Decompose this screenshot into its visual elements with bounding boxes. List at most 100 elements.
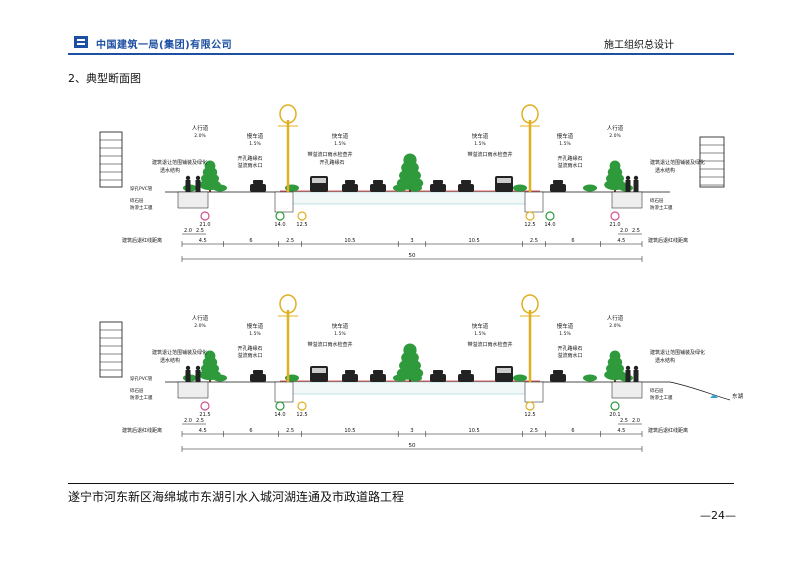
- pedestrian-icon: [625, 365, 631, 382]
- pipe-tag-label: 21.0: [609, 222, 620, 228]
- label-slow-lane: 慢车道: [247, 132, 264, 140]
- label-sidewalk-slope: 2.0%: [194, 133, 206, 139]
- dimension-segment-label: 6: [571, 238, 574, 244]
- sidewalk-structure: [611, 381, 643, 399]
- project-title: 遂宁市河东新区海绵城市东湖引水入城河湖连通及市政道路工程: [68, 490, 405, 504]
- label-slow-lane: 慢车道: [247, 322, 264, 330]
- pipe-icon: [200, 401, 210, 411]
- label-pvc-pipe: 穿孔PVC管: [130, 185, 153, 192]
- dimension-segment-label: 10.5: [344, 428, 355, 434]
- water-level-icon: [710, 394, 718, 398]
- sidewalk-structure: [177, 381, 209, 399]
- pipe-icon: [275, 401, 285, 411]
- document-title: 施工组织总设计: [604, 40, 674, 51]
- label-median-drain: 带溢流口雨水检查井: [307, 341, 352, 348]
- dimension-segment-label: 4.5: [199, 428, 207, 434]
- label-drain-inlet-right: 溢流雨水口: [557, 352, 582, 359]
- car-icon: [550, 370, 566, 382]
- dimension-segment-label: 3: [410, 238, 413, 244]
- pipe-tag-label: 14.0: [274, 222, 285, 228]
- label-drain-inlet: 溢流雨水口: [237, 162, 262, 169]
- pedestrian-icon: [195, 175, 201, 192]
- label-building-greening-right: 建筑退让范围铺装及绿化: [650, 159, 705, 166]
- dimension-top-label: 2.5: [196, 228, 204, 234]
- label-fast-lane-right: 快车道: [472, 132, 489, 140]
- dimension-segment-label: 6: [571, 428, 574, 434]
- dimension-top-label: 2.5: [632, 228, 640, 234]
- bus-icon: [310, 366, 328, 382]
- label-sidewalk-slope-right: 2.0%: [609, 323, 621, 329]
- pipe-tag: 21.0: [609, 211, 621, 228]
- label-gravel-right: 砾石层: [650, 197, 664, 204]
- label-median-drain-right: 带溢流口雨水检查井: [467, 341, 512, 348]
- label-median-drain-right: 带溢流口雨水检查井: [467, 151, 512, 158]
- pipe-tag-label: 12.5: [524, 412, 535, 418]
- car-icon: [370, 180, 386, 192]
- label-sidewalk-right: 人行道: [607, 124, 624, 132]
- label-building-greening: 建筑退让范围铺装及绿化: [152, 349, 207, 356]
- label-geotextile-right: 防渗土工膜: [650, 394, 673, 401]
- dimension-segment-label: 3: [410, 428, 413, 434]
- tree-icon: [604, 350, 626, 382]
- label-gravel: 砾石层: [130, 197, 144, 204]
- label-fast-lane: 快车道: [332, 322, 349, 330]
- car-icon: [550, 180, 566, 192]
- label-median-curb: 开孔路缘石: [319, 159, 344, 166]
- label-pvc-pipe: 穿孔PVC管: [130, 375, 153, 382]
- label-permeable-right: 透水结构: [655, 167, 675, 174]
- car-icon: [430, 370, 446, 382]
- pedestrian-icon: [625, 175, 631, 192]
- pipe-tag: 14.0: [544, 211, 556, 228]
- pipe-tag-label: 12.5: [296, 412, 307, 418]
- shrub-icon: [513, 184, 527, 192]
- street-lamp-icon: [520, 104, 540, 192]
- dimension-segment-label: 6: [249, 238, 252, 244]
- cross-section-1: 人行道2.0%人行道2.0%慢车道1.5%慢车道1.5%快车道1.5%快车道1.…: [99, 104, 725, 262]
- pedestrian-icon: [633, 365, 639, 382]
- pipe-tag: 21.5: [199, 401, 211, 418]
- label-slow-lane-right: 慢车道: [557, 322, 574, 330]
- dimension-segment-label: 2.5: [530, 238, 538, 244]
- pipe-icon: [275, 211, 285, 221]
- tree-icon: [396, 343, 424, 382]
- pipe-icon: [545, 211, 555, 221]
- label-gravel: 砾石层: [130, 387, 144, 394]
- tree-icon: [199, 160, 221, 192]
- label-permeable: 透水结构: [160, 167, 180, 174]
- dimension-top-label: 2.5: [620, 418, 628, 424]
- label-slow-slope: 1.5%: [249, 141, 261, 147]
- pipe-tag-label: 12.5: [524, 222, 535, 228]
- label-geotextile: 防渗土工膜: [130, 204, 153, 211]
- dimension-segment-label: 10.5: [344, 238, 355, 244]
- label-setback-right: 建筑后退红线距离: [648, 427, 688, 434]
- tree-icon: [604, 160, 626, 192]
- label-geotextile-right: 防渗土工膜: [650, 204, 673, 211]
- label-sidewalk-slope-right: 2.0%: [609, 133, 621, 139]
- road-base: [279, 381, 541, 395]
- car-icon: [250, 370, 266, 382]
- label-fast-slope-right: 1.5%: [474, 331, 486, 337]
- pipe-tag: 12.5: [524, 211, 536, 228]
- typical-cross-sections-drawing: 人行道2.0%人行道2.0%慢车道1.5%慢车道1.5%快车道1.5%快车道1.…: [99, 104, 744, 452]
- tree-icon: [396, 153, 424, 192]
- label-drain-inlet-right: 溢流雨水口: [557, 162, 582, 169]
- label-setback: 建筑后退红线距离: [122, 427, 162, 434]
- dimension-segment-label: 4.5: [617, 238, 625, 244]
- pipe-tag-label: 21.0: [199, 222, 210, 228]
- label-permeable-right: 透水结构: [655, 357, 675, 364]
- page-header: 中国建筑一局(集团)有限公司 施工组织总设计: [68, 34, 734, 52]
- pipe-icon: [200, 211, 210, 221]
- label-fast-slope-right: 1.5%: [474, 141, 486, 147]
- label-curb-right: 开孔路缘石: [557, 345, 582, 352]
- cross-section-2: 人行道2.0%人行道2.0%慢车道1.5%慢车道1.5%快车道1.5%快车道1.…: [99, 294, 744, 452]
- pedestrian-icon: [185, 365, 191, 382]
- pedestrian-icon: [633, 175, 639, 192]
- pipe-icon: [297, 211, 307, 221]
- pipe-tag: 20.1: [609, 401, 621, 418]
- label-setback: 建筑后退红线距离: [122, 237, 162, 244]
- dimension-segment-label: 2.5: [286, 428, 294, 434]
- label-slow-slope-right: 1.5%: [559, 141, 571, 147]
- pipe-icon: [610, 211, 620, 221]
- label-fast-lane-right: 快车道: [472, 322, 489, 330]
- pipe-icon: [297, 401, 307, 411]
